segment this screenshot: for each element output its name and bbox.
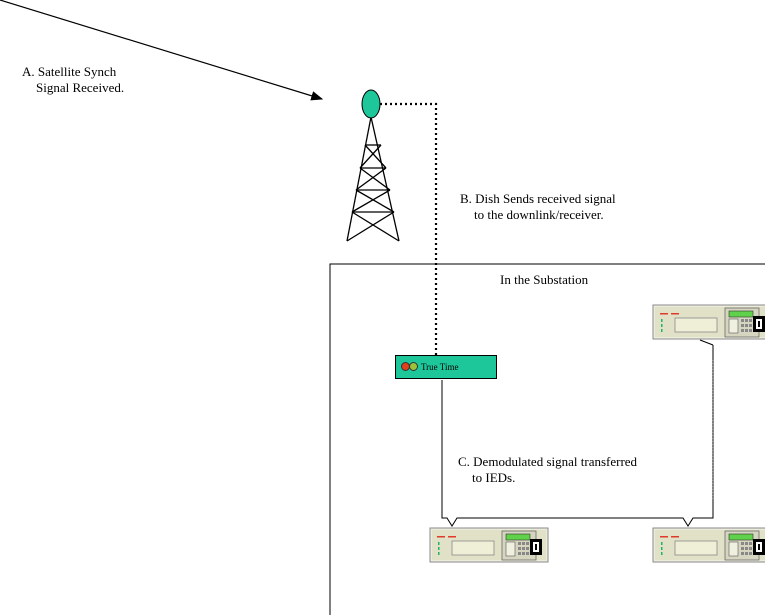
substation-title: In the Substation (500, 272, 589, 287)
dish-icon (361, 89, 381, 119)
substation-boundary (329, 263, 765, 615)
satellite-signal-arrow (0, 0, 324, 101)
step-b-label: B. Dish Sends received signal to the dow… (460, 191, 616, 223)
step-c-line1: C. Demodulated signal transferred (458, 454, 638, 469)
green-led-icon (409, 362, 418, 371)
true-time-receiver: True Time (395, 355, 497, 379)
ied-device-icon (652, 304, 765, 340)
step-c-label: C. Demodulated signal transferred to IED… (458, 454, 637, 486)
receiver-label: True Time (421, 362, 459, 372)
downlink-dotted-line (380, 102, 438, 355)
ied-device-icon (652, 527, 765, 563)
ied-device-icon (429, 527, 549, 563)
step-b-line2: to the downlink/receiver. (474, 207, 604, 222)
ied-connection-lines (441, 345, 714, 527)
step-a-line1: A. Satellite Synch (22, 64, 117, 79)
step-a-label: A. Satellite Synch Signal Received. (22, 64, 124, 96)
step-a-line2: Signal Received. (36, 80, 125, 95)
step-c-line2: to IEDs. (472, 470, 516, 485)
tower-icon (346, 116, 400, 242)
step-b-line1: B. Dish Sends received signal (460, 191, 616, 206)
